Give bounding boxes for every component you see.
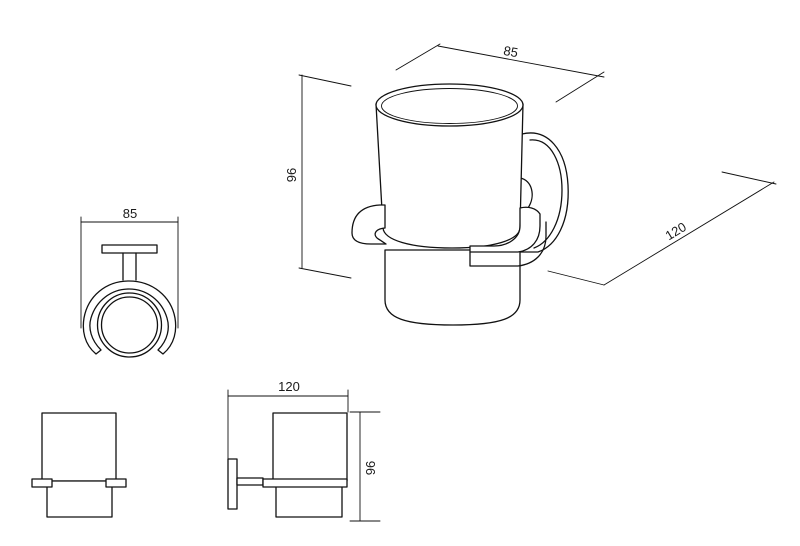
side-wall-plate [227,458,238,510]
side-view: 120 96 [227,379,381,522]
top-dim-width-label: 85 [123,206,137,221]
top-dim-width: 85 [80,206,179,329]
top-cup-rim [96,292,163,358]
iso-dim-height-label: 96 [284,168,299,182]
side-arm [236,477,264,486]
top-wall-plate [101,244,158,254]
top-arm [122,252,137,281]
side-ring [262,478,348,488]
iso-dim-depth-label: 120 [663,219,689,243]
iso-ring-holder [351,204,547,267]
side-glass [272,412,348,482]
iso-glass-tumbler [375,83,524,249]
front-glass [41,412,117,482]
front-holder-body [46,480,113,518]
iso-dim-depth: 120 [547,171,777,286]
top-ring-holder [82,280,177,355]
iso-dim-height: 96 [284,74,352,279]
side-dim-depth: 120 [227,379,349,461]
side-dim-height-label: 96 [363,461,378,475]
side-dim-depth-label: 120 [278,379,300,394]
front-ring-right [105,478,127,488]
iso-view: 85 96 120 [284,43,777,326]
iso-holder-body [384,249,521,326]
top-cup-inner [100,296,159,354]
iso-dim-width-label: 85 [502,43,519,60]
side-dim-height: 96 [349,411,381,522]
front-view [31,412,127,518]
top-view: 85 [80,206,179,358]
front-ring-left [31,478,53,488]
iso-dim-width: 85 [395,43,605,103]
